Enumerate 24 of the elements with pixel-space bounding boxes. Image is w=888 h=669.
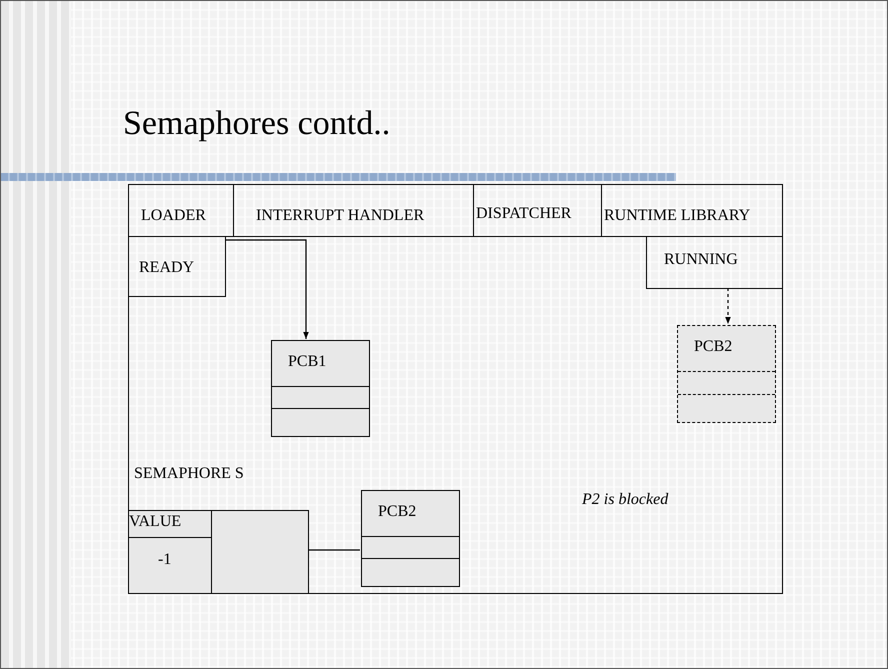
node-label: LOADER — [141, 207, 206, 225]
status-note: P2 is blocked — [582, 491, 668, 509]
value-box — [128, 510, 212, 594]
node-label: PCB2 — [378, 503, 416, 521]
label-box — [646, 236, 783, 289]
connector-arrow — [225, 239, 309, 339]
node-label: INTERRUPT HANDLER — [256, 207, 424, 225]
pcb-box — [271, 340, 370, 437]
node-label: DISPATCHER — [476, 205, 572, 223]
node-label: PCB2 — [694, 338, 732, 356]
semaphore-label: SEMAPHORE S — [134, 465, 244, 483]
node-value: -1 — [158, 551, 172, 569]
pcb-box — [361, 490, 460, 587]
pcb-box — [677, 325, 776, 423]
node-label: RUNTIME LIBRARY — [604, 207, 750, 225]
connector-arrow — [725, 288, 731, 324]
node-label: READY — [139, 259, 194, 277]
label-box — [128, 236, 226, 297]
node-label: RUNNING — [664, 251, 738, 269]
queue-box — [211, 510, 309, 594]
node-label: VALUE — [129, 513, 182, 531]
slide-title: Semaphores contd.. — [123, 105, 390, 143]
frame-box — [128, 184, 783, 594]
node-label: PCB1 — [288, 353, 326, 371]
